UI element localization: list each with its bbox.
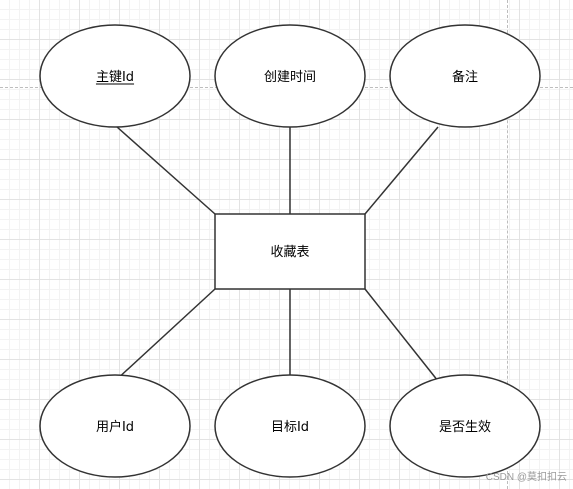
attribute-primary-key-label: 主键Id xyxy=(96,70,134,85)
entity-favorites-label: 收藏表 xyxy=(270,245,309,260)
attribute-target-id-shape[interactable] xyxy=(214,374,366,478)
attribute-remark[interactable]: 备注 xyxy=(389,24,541,128)
attribute-user-id[interactable]: 用户Id xyxy=(39,374,191,478)
attribute-is-active-label: 是否生效 xyxy=(439,420,491,435)
attribute-created-time-shape[interactable] xyxy=(214,24,366,128)
page-break-vertical xyxy=(507,0,508,489)
attribute-created-time-label: 创建时间 xyxy=(264,70,316,85)
attribute-remark-shape[interactable] xyxy=(389,24,541,128)
attribute-created-time[interactable]: 创建时间 xyxy=(214,24,366,128)
connector-remark xyxy=(364,126,439,215)
entity-favorites-shape[interactable] xyxy=(214,213,366,290)
connectors xyxy=(114,126,439,382)
attribute-target-id-label: 目标Id xyxy=(271,420,309,435)
attribute-user-id-shape[interactable] xyxy=(39,374,191,478)
watermark: CSDN @莫扣扣云 xyxy=(485,472,567,483)
attribute-target-id[interactable]: 目标Id xyxy=(214,374,366,478)
attribute-is-active-shape[interactable] xyxy=(389,374,541,478)
connector-is-active xyxy=(364,288,439,382)
attribute-user-id-label: 用户Id xyxy=(96,419,134,435)
attribute-primary-key[interactable]: 主键Id xyxy=(39,24,191,128)
connector-user-id xyxy=(114,288,216,382)
attribute-remark-label: 备注 xyxy=(452,69,478,85)
entity-favorites[interactable]: 收藏表 xyxy=(214,213,366,290)
attribute-is-active[interactable]: 是否生效 xyxy=(389,374,541,478)
attribute-primary-key-shape[interactable] xyxy=(39,24,191,128)
connector-primary-key xyxy=(116,126,216,215)
